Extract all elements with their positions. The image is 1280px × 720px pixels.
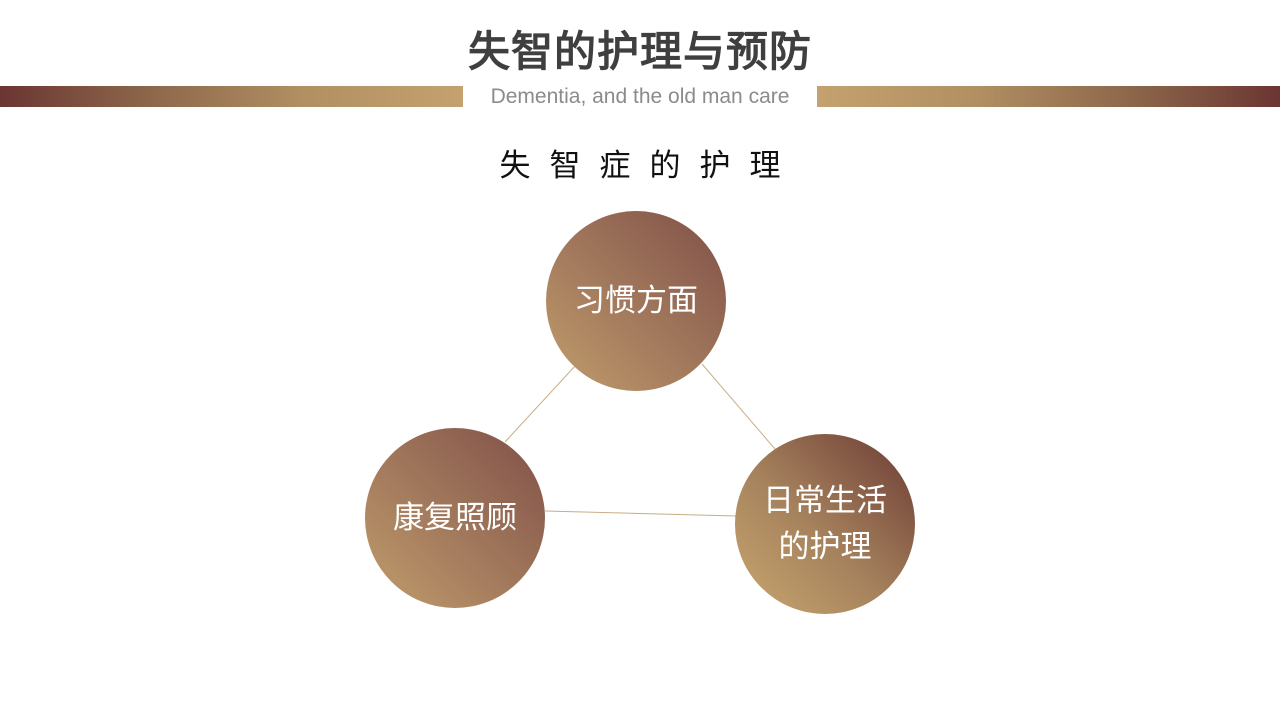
node-habits-label: 习惯方面 xyxy=(574,283,698,319)
connector-top-right xyxy=(701,363,776,450)
node-daily-life-care-line2: 的护理 xyxy=(778,529,872,565)
page-title: 失智的护理与预防 xyxy=(467,27,812,76)
page-subtitle: Dementia, and the old man care xyxy=(490,85,790,108)
node-habits: 习惯方面 xyxy=(546,211,726,391)
node-rehab-care-label: 康复照顾 xyxy=(393,500,517,536)
node-rehab-care: 康复照顾 xyxy=(365,428,545,608)
node-daily-life-care: 日常生活 的护理 xyxy=(735,434,915,614)
header-band-right xyxy=(817,86,1280,107)
section-title: 失智症的护理 xyxy=(499,148,800,184)
connector-top-left xyxy=(504,365,576,443)
node-daily-life-care-line1: 日常生活 xyxy=(763,483,887,519)
header-band-left xyxy=(0,86,463,107)
node-daily-life-care-text: 日常生活 的护理 xyxy=(763,478,887,570)
connector-bottom xyxy=(544,510,737,517)
